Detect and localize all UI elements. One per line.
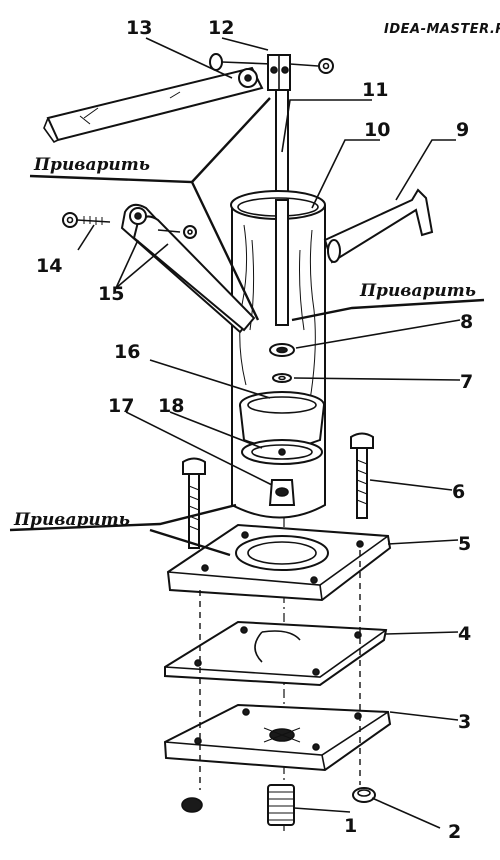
weld-label-3: Приварить <box>13 510 130 530</box>
part-7-washer <box>272 373 292 383</box>
part-number-3: 3 <box>458 711 471 733</box>
part-15-bracket <box>120 203 256 334</box>
part-8-washer <box>269 343 295 357</box>
part-number-4: 4 <box>458 623 471 645</box>
weld-label-1: Приварить <box>33 155 150 175</box>
part-number-13: 13 <box>126 17 152 39</box>
part-number-6: 6 <box>452 481 465 503</box>
part-13-lever <box>43 66 264 144</box>
weld-label-2: Приварить <box>359 281 476 301</box>
part-number-12: 12 <box>208 17 234 39</box>
watermark: IDEA-MASTER.RU <box>384 22 500 37</box>
part-number-1: 1 <box>344 815 357 837</box>
part-6-bolt-left <box>182 457 206 549</box>
part-2-nut-right <box>352 787 376 803</box>
part-14-bolt <box>62 212 111 228</box>
part-number-5: 5 <box>458 533 471 555</box>
part-3-base-plate <box>163 703 392 772</box>
part-number-15: 15 <box>98 283 124 305</box>
part-number-17: 17 <box>108 395 134 417</box>
part-6-bolt-right <box>350 432 374 519</box>
part-number-2: 2 <box>448 821 461 843</box>
part-number-9: 9 <box>456 119 469 141</box>
part-16-piston-cup <box>239 391 325 449</box>
part-17-nut <box>268 479 296 506</box>
part-number-14: 14 <box>36 255 62 277</box>
part-number-7: 7 <box>460 371 473 393</box>
part-18-piston-disc <box>241 439 323 465</box>
part-number-11: 11 <box>362 79 388 101</box>
part-number-10: 10 <box>364 119 390 141</box>
part-number-8: 8 <box>460 311 473 333</box>
part-number-18: 18 <box>158 395 184 417</box>
leader-lines <box>9 37 485 829</box>
part-9-spout <box>323 188 434 264</box>
part-2-nut-left <box>181 797 203 813</box>
part-1-nipple <box>267 784 295 826</box>
part-5-flange-plate <box>166 523 392 602</box>
part-4-gasket <box>164 620 388 687</box>
part-12-pin <box>209 53 334 74</box>
part-number-16: 16 <box>114 341 140 363</box>
